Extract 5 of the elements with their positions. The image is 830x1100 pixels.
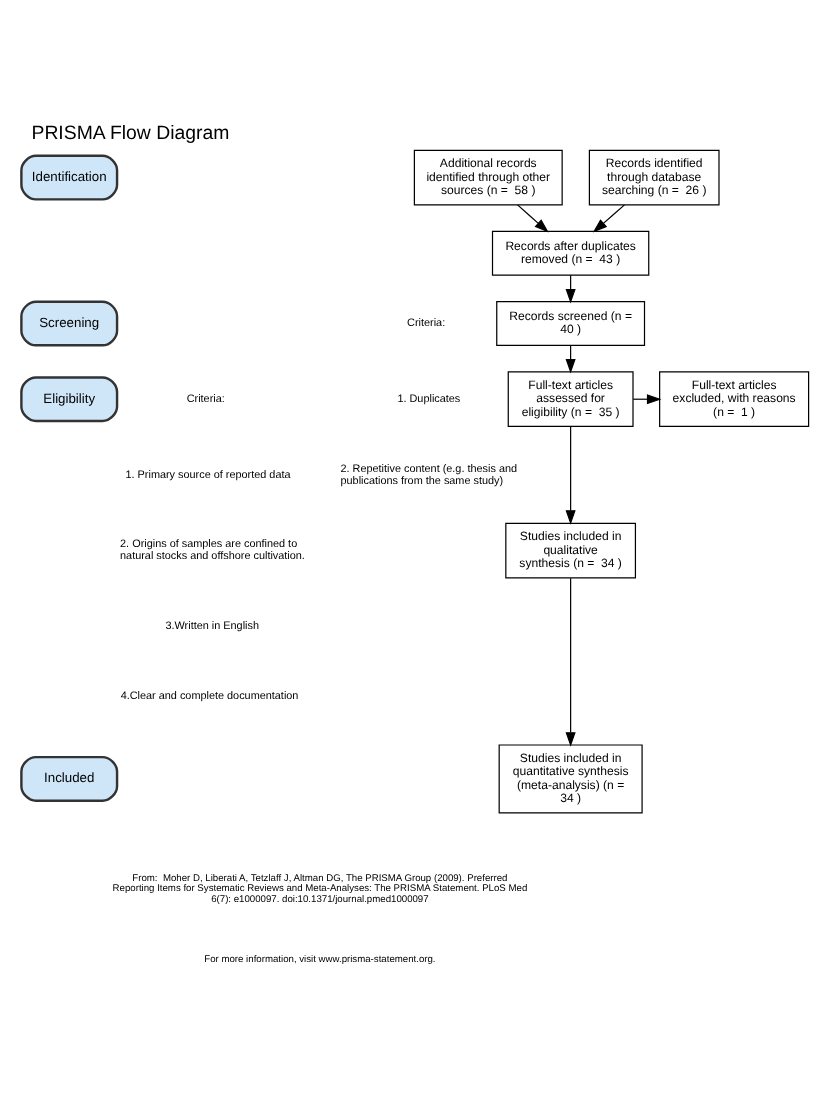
diagram-title: PRISMA Flow Diagram	[31, 123, 230, 146]
arrow	[592, 204, 626, 233]
arrow	[565, 577, 576, 747]
arrow	[565, 426, 576, 525]
arrow	[516, 204, 549, 233]
